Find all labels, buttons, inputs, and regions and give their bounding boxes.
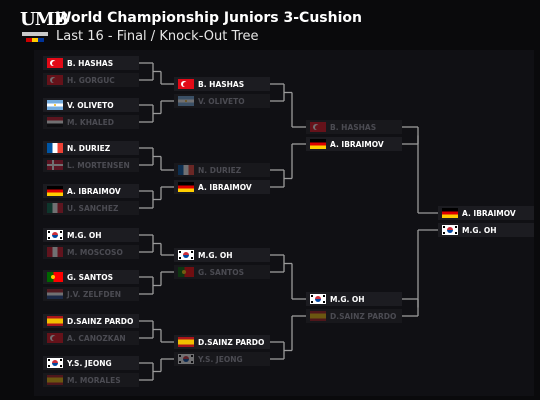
player-name: M.G. OH (198, 250, 233, 260)
page-title: World Championship Juniors 3-Cushion (56, 10, 362, 26)
player-name: A. IBRAIMOV (462, 208, 516, 218)
header: UMB World Championship Juniors 3-Cushion… (8, 6, 532, 48)
player-name: G. SANTOS (198, 267, 244, 277)
page-subtitle: Last 16 - Final / Knock-Out Tree (56, 29, 259, 44)
spain-flag-icon (47, 375, 63, 385)
germany-flag-icon (310, 139, 326, 149)
turkey-flag-icon (178, 79, 194, 89)
player-name: B. HASHAS (198, 79, 245, 89)
player-round1-9[interactable]: M.G. OH (43, 228, 139, 242)
player-round1-8[interactable]: U. SANCHEZ (43, 201, 139, 215)
player-name: M. MOSCOSO (67, 247, 123, 257)
spain-flag-icon (47, 316, 63, 326)
player-round2-6[interactable]: G. SANTOS (174, 265, 270, 279)
korea-flag-icon (47, 358, 63, 368)
player-round3-3[interactable]: M.G. OH (306, 292, 402, 306)
player-name: M.G. OH (67, 230, 102, 240)
argentina-flag-icon (178, 96, 194, 106)
korea-flag-icon (442, 225, 458, 235)
player-round2-2[interactable]: V. OLIVETO (174, 94, 270, 108)
player-round1-10[interactable]: M. MOSCOSO (43, 245, 139, 259)
player-name: B. HASHAS (330, 122, 377, 132)
player-round2-8[interactable]: Y.S. JEONG (174, 352, 270, 366)
egypt-flag-icon (47, 117, 63, 127)
player-round1-12[interactable]: J.V. ZELFDEN (43, 287, 139, 301)
player-name: A. CANOZKAN (67, 333, 126, 343)
korea-flag-icon (178, 250, 194, 260)
turkey-flag-icon (47, 333, 63, 343)
player-round1-3[interactable]: V. OLIVETO (43, 98, 139, 112)
player-final-2[interactable]: M.G. OH (438, 223, 534, 237)
player-name: H. GORGUC (67, 75, 115, 85)
player-name: D.SAINZ PARDO (67, 316, 134, 326)
player-name: U. SANCHEZ (67, 203, 119, 213)
player-round3-2[interactable]: A. IBRAIMOV (306, 137, 402, 151)
player-round1-13[interactable]: D.SAINZ PARDO (43, 314, 139, 328)
denmark-flag-icon (47, 160, 63, 170)
spain-flag-icon (178, 337, 194, 347)
germany-flag-icon (178, 182, 194, 192)
argentina-flag-icon (47, 100, 63, 110)
player-round1-16[interactable]: M. MORALES (43, 373, 139, 387)
portugal-flag-icon (178, 267, 194, 277)
player-name: M.G. OH (462, 225, 497, 235)
player-name: D.SAINZ PARDO (198, 337, 265, 347)
logo-flag-strip (26, 38, 44, 42)
bracket-board: B. HASHAS H. GORGUC V. OLIVETO M. KHALED N. … (34, 50, 534, 396)
logo-underline (22, 32, 48, 36)
player-round1-6[interactable]: L. MORTENSEN (43, 158, 139, 172)
player-name: A. IBRAIMOV (198, 182, 252, 192)
turkey-flag-icon (47, 75, 63, 85)
player-name: M.G. OH (330, 294, 365, 304)
player-name: Y.S. JEONG (198, 354, 243, 364)
player-round1-14[interactable]: A. CANOZKAN (43, 331, 139, 345)
player-round1-7[interactable]: A. IBRAIMOV (43, 184, 139, 198)
france-flag-icon (47, 143, 63, 153)
player-name: M. MORALES (67, 375, 121, 385)
player-name: J.V. ZELFDEN (67, 289, 122, 299)
player-name: V. OLIVETO (67, 100, 114, 110)
germany-flag-icon (442, 208, 458, 218)
player-round1-15[interactable]: Y.S. JEONG (43, 356, 139, 370)
player-name: N. DURIEZ (67, 143, 111, 153)
korea-flag-icon (178, 354, 194, 364)
player-name: A. IBRAIMOV (67, 186, 121, 196)
germany-flag-icon (47, 186, 63, 196)
player-name: B. HASHAS (67, 58, 114, 68)
mexico-flag-icon (47, 203, 63, 213)
turkey-flag-icon (310, 122, 326, 132)
player-round2-5[interactable]: M.G. OH (174, 248, 270, 262)
player-name: N. DURIEZ (198, 165, 242, 175)
netherlands-flag-icon (47, 289, 63, 299)
player-name: M. KHALED (67, 117, 114, 127)
player-final-1[interactable]: A. IBRAIMOV (438, 206, 534, 220)
player-round3-1[interactable]: B. HASHAS (306, 120, 402, 134)
player-name: V. OLIVETO (198, 96, 245, 106)
portugal-flag-icon (47, 272, 63, 282)
player-name: L. MORTENSEN (67, 160, 130, 170)
player-round1-1[interactable]: B. HASHAS (43, 56, 139, 70)
player-round1-11[interactable]: G. SANTOS (43, 270, 139, 284)
korea-flag-icon (310, 294, 326, 304)
peru-flag-icon (47, 247, 63, 257)
player-round2-7[interactable]: D.SAINZ PARDO (174, 335, 270, 349)
player-name: Y.S. JEONG (67, 358, 112, 368)
korea-flag-icon (47, 230, 63, 240)
player-round3-4[interactable]: D.SAINZ PARDO (306, 309, 402, 323)
player-round1-2[interactable]: H. GORGUC (43, 73, 139, 87)
player-name: A. IBRAIMOV (330, 139, 384, 149)
player-name: G. SANTOS (67, 272, 113, 282)
turkey-flag-icon (47, 58, 63, 68)
player-round2-3[interactable]: N. DURIEZ (174, 163, 270, 177)
spain-flag-icon (310, 311, 326, 321)
player-round1-5[interactable]: N. DURIEZ (43, 141, 139, 155)
player-round2-4[interactable]: A. IBRAIMOV (174, 180, 270, 194)
player-round2-1[interactable]: B. HASHAS (174, 77, 270, 91)
player-name: D.SAINZ PARDO (330, 311, 397, 321)
france-flag-icon (178, 165, 194, 175)
player-round1-4[interactable]: M. KHALED (43, 115, 139, 129)
